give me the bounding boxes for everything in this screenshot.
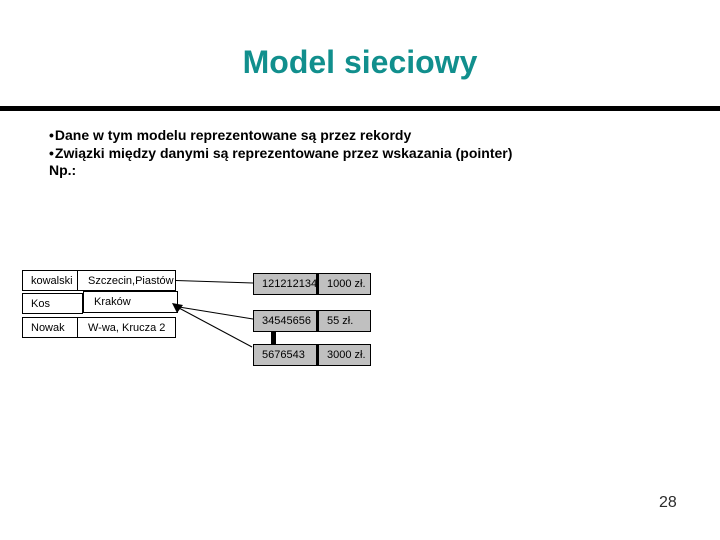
record-cell-divider <box>316 311 319 331</box>
person-address-cell: W-wa, Krucza 2 <box>77 317 176 338</box>
pointer-line-krakow-to-record2 <box>178 306 254 320</box>
account-number-cell: 5676543 <box>262 349 305 361</box>
person-address-cell: Kraków <box>83 291 178 313</box>
bullet-item: •Związki między danymi są reprezentowane… <box>49 145 512 163</box>
account-number-cell: 121212134 <box>262 278 318 290</box>
record-cell-divider <box>316 274 319 294</box>
account-record: 5676543 3000 zł. <box>253 344 371 366</box>
pointer-line-row1-to-record1 <box>175 280 254 284</box>
pointer-line-krakow-to-record3 <box>178 307 253 348</box>
record-cell-divider <box>316 345 319 365</box>
bullet-item: •Dane w tym modelu reprezentowane są prz… <box>49 127 512 145</box>
bullet-text: Związki między danymi są reprezentowane … <box>54 144 513 161</box>
account-record: 121212134 1000 zł. <box>253 273 371 295</box>
bullet-text: Dane w tym modelu reprezentowane są prze… <box>54 127 412 143</box>
bullet-icon: • <box>49 144 54 161</box>
page-number: 28 <box>659 494 677 511</box>
bullet-list: •Dane w tym modelu reprezentowane są prz… <box>49 127 512 180</box>
account-amount-cell: 3000 zł. <box>327 349 366 361</box>
slide-title: Model sieciowy <box>242 44 478 80</box>
title-divider <box>0 106 720 111</box>
person-address-cell: Szczecin,Piastów <box>77 270 176 291</box>
account-amount-cell: 55 zł. <box>327 315 354 327</box>
account-number-cell: 34545656 <box>262 315 311 327</box>
bullet-icon: • <box>49 127 54 143</box>
account-amount-cell: 1000 zł. <box>327 278 366 290</box>
record-link-connector <box>271 331 276 345</box>
person-name-cell: kowalski <box>22 270 78 291</box>
example-label: Np.: <box>49 162 77 178</box>
person-name-cell: Nowak <box>22 317 78 338</box>
person-name-cell: Kos <box>22 293 83 314</box>
account-record: 34545656 55 zł. <box>253 310 371 332</box>
